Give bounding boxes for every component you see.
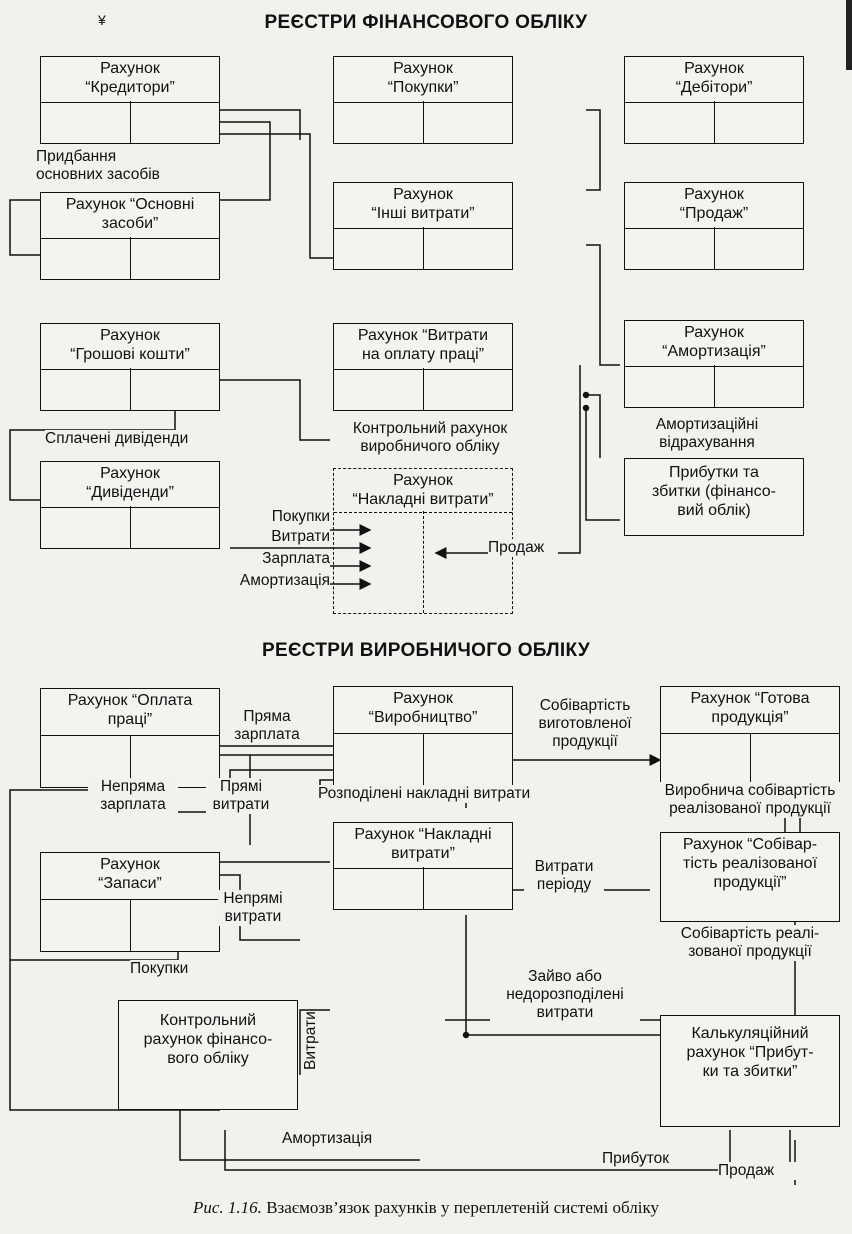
account-prybutky-fin: Прибутки та збитки (фінансо- вий облік) — [624, 458, 804, 536]
label-splacheni: Сплачені дивіденди — [45, 430, 235, 448]
label-pokupky-bottom: Покупки — [130, 960, 230, 978]
page-edge-tab — [846, 0, 852, 70]
account-sobivartist-real: Рахунок “Собівар- тість реалізованої про… — [660, 832, 840, 922]
label-neprama-zarplata: Непряма зарплата — [88, 778, 178, 814]
label-in-prodazh: Продаж — [488, 539, 558, 557]
label-in-pokupky: Покупки — [222, 508, 330, 526]
header-mark: ¥ — [98, 12, 106, 28]
label-sobivartist-real: Собівартість реалі- зованої продукції — [660, 925, 840, 961]
label-pryami-vytraty: Прямі витрати — [206, 778, 276, 814]
label-vytraty-vert: Витрати — [302, 1011, 320, 1070]
account-inshi-vytraty: Рахунок “Інші витрати” — [333, 182, 513, 270]
label-in-zarplata: Зарплата — [222, 550, 330, 568]
account-gotova-produktsiya: Рахунок “Готова продукція” — [660, 686, 840, 786]
account-kontrol-fin: Контрольний рахунок фінансо- вого обліку — [118, 1000, 298, 1110]
account-osnovni-zasoby: Рахунок “Основні засоби” — [40, 192, 220, 280]
financial-section-title: РЕЄСТРИ ФІНАНСОВОГО ОБЛІКУ — [264, 12, 588, 33]
account-nakladni-prod: Рахунок “Накладні витрати” — [333, 822, 513, 910]
account-oplata-pratsi: Рахунок “Оплата праці” — [40, 688, 220, 788]
label-pryama-zarplata: Пряма зарплата — [228, 708, 306, 744]
label-prybutok: Прибуток — [602, 1150, 702, 1168]
label-amort-vidrakh: Амортизаційні відрахування — [612, 416, 802, 452]
account-groshovi-koshty: Рахунок “Грошові кошти” — [40, 323, 220, 411]
label-in-amortyzatsiya: Амортизація — [212, 572, 330, 590]
account-nakladni-ctrl: Рахунок “Накладні витрати” — [333, 468, 513, 614]
account-zapasy: Рахунок “Запаси” — [40, 852, 220, 952]
label-sobivartist-vyg: Собівартість виготовленої продукції — [520, 697, 650, 751]
label-rozpodileni: Розподілені накладні витрати — [318, 785, 578, 803]
label-nepryami: Непрямі витрати — [218, 890, 288, 926]
account-amortyzatsiya: Рахунок “Амортизація” — [624, 320, 804, 408]
label-vytraty-periodu: Витрати періоду — [524, 858, 604, 894]
figure-text: Взаємозв’язок рахунків у переплетеній си… — [266, 1198, 659, 1217]
account-vyrobnytstvo: Рахунок “Виробництво” — [333, 686, 513, 786]
label-kontrol-vyrob: Контрольний рахунок виробничого обліку — [330, 420, 530, 456]
label-vyrob-sobivartist: Виробнича собівартість реалізованої прод… — [650, 782, 850, 818]
figure-caption: Рис. 1.16. Взаємозв’язок рахунків у пере… — [0, 1198, 852, 1218]
account-kalkulyatsiyny: Калькуляційний рахунок “Прибут- ки та зб… — [660, 1015, 840, 1127]
figure-number: Рис. 1.16. — [193, 1198, 262, 1217]
account-kredytory: Рахунок “Кредитори” — [40, 56, 220, 144]
label-amort-bottom: Амортизація — [282, 1130, 402, 1148]
label-prodazh-bottom: Продаж — [718, 1162, 798, 1180]
account-debitory: Рахунок “Дебітори” — [624, 56, 804, 144]
account-dyvidendy: Рахунок “Дивіденди” — [40, 461, 220, 549]
label-prydbannya: Придбання основних засобів — [36, 148, 206, 184]
label-in-vytraty: Витрати — [222, 528, 330, 546]
account-vytraty-oplatu: Рахунок “Витрати на оплату праці” — [333, 323, 513, 411]
production-section-title: РЕЄСТРИ ВИРОБНИЧОГО ОБЛІКУ — [262, 640, 590, 661]
label-zaivo: Зайво або недорозподілені витрати — [490, 968, 640, 1022]
account-pokupky: Рахунок “Покупки” — [333, 56, 513, 144]
account-prodazh: Рахунок “Продаж” — [624, 182, 804, 270]
